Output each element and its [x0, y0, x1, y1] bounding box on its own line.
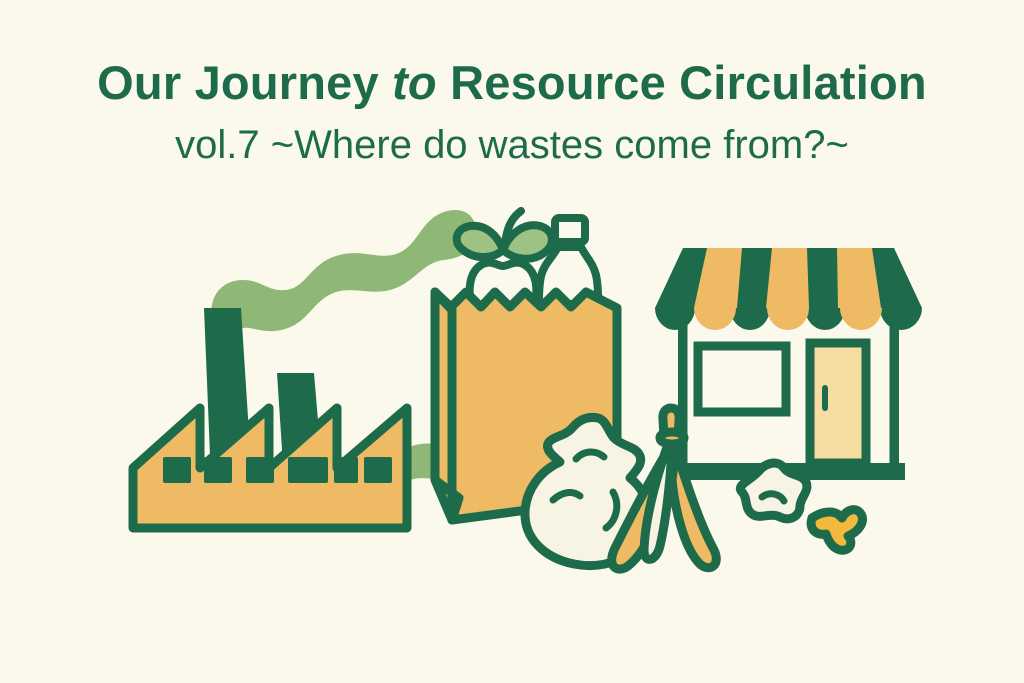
- title-part-two: Resource Circulation: [436, 56, 927, 109]
- shop-awning-stripes: [694, 248, 881, 308]
- illustration-svg: [128, 207, 922, 574]
- trash-bag-crease-top: [572, 448, 608, 463]
- paper-scrap-crease: [758, 490, 788, 505]
- banana-peel-top: [655, 427, 689, 449]
- awning-scallop-yellow: [694, 308, 736, 330]
- bottle-cap: [551, 214, 589, 246]
- title-part-one: Our Journey: [97, 56, 393, 109]
- factory-window: [334, 457, 358, 483]
- awning-scallop-yellow: [840, 308, 882, 330]
- page-subtitle: vol.7 ~Where do wastes come from?~: [175, 122, 849, 167]
- factory-window: [246, 457, 274, 483]
- factory-window: [364, 457, 392, 483]
- factory-window: [163, 457, 191, 483]
- trash-bag-crease-right: [602, 488, 621, 532]
- title-part-italic: to: [392, 56, 437, 109]
- shop-window: [693, 341, 791, 417]
- shop-door-handle: [822, 385, 828, 411]
- apple-core-stem: [501, 207, 525, 250]
- apple-core-leaf-left: [452, 221, 507, 262]
- awning-scallop-green: [805, 308, 845, 330]
- factory-window: [204, 457, 232, 483]
- factory: [128, 308, 412, 533]
- page-title: Our Journey to Resource Circulation: [0, 56, 1024, 109]
- illustration: [0, 180, 1024, 610]
- awning-stripe: [766, 248, 809, 308]
- shop-awning-scallops-yellow: [694, 308, 882, 330]
- food-scrap-shape: [806, 505, 867, 555]
- banana-peel-right-strip: [667, 445, 721, 573]
- factory-window: [288, 457, 328, 483]
- awning-scallop-green: [730, 308, 770, 330]
- awning-stripe: [694, 248, 742, 308]
- smoke-plume-upper: [211, 210, 476, 333]
- banana-peel-center-strip: [639, 445, 677, 564]
- shop: [655, 248, 922, 480]
- awning-scallop-yellow: [767, 308, 809, 330]
- title-block: Our Journey to Resource Circulation vol.…: [0, 56, 1024, 168]
- banana-peel: [607, 403, 721, 574]
- food-scrap: [806, 505, 867, 555]
- factory-windows: [163, 457, 392, 483]
- trash-bag-crease-left: [549, 489, 584, 504]
- shop-door: [805, 338, 871, 468]
- paper-scrap: [736, 458, 812, 524]
- shop-post-right: [890, 300, 899, 468]
- shop-post-left: [678, 300, 687, 468]
- awning-stripe: [837, 248, 881, 308]
